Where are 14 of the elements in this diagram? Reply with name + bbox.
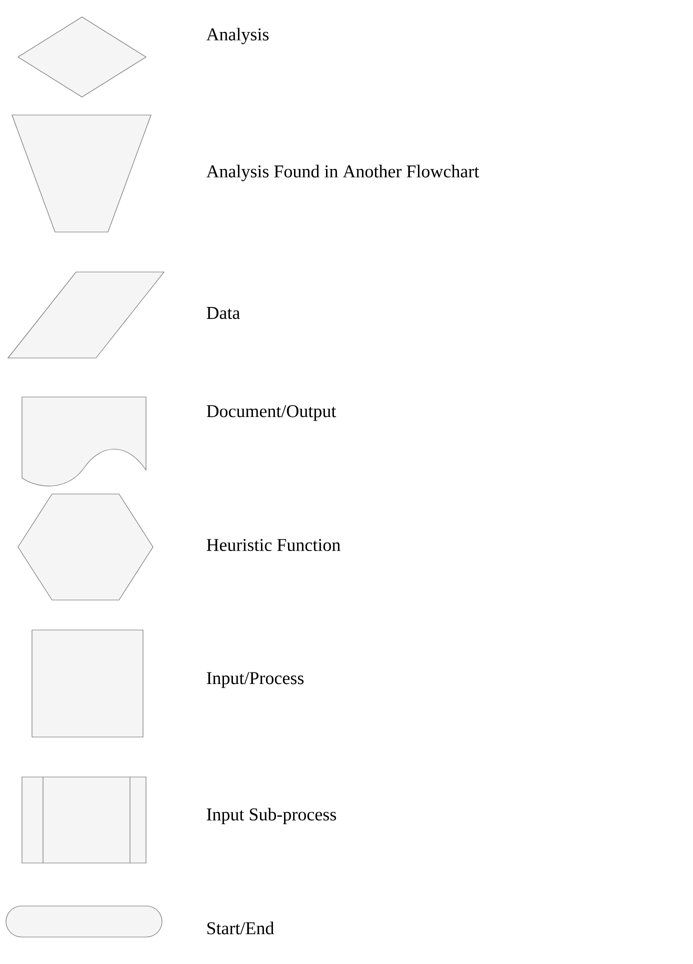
- shape-label: Data: [206, 307, 240, 319]
- hexagon-symbol: [18, 494, 154, 600]
- shape-label: Input/Process: [206, 672, 304, 688]
- subprocess-box: [22, 776, 146, 864]
- trapezoid-symbol: [12, 114, 152, 232]
- shape-label: Analysis Found in Another Flowchart: [206, 164, 480, 182]
- shape-label: Document/Output: [206, 405, 336, 421]
- shape-label: Input Sub-process: [206, 808, 336, 824]
- shape-label: Analysis: [206, 28, 269, 44]
- terminator-symbol: [6, 906, 162, 938]
- document-symbol: [22, 396, 146, 486]
- shape-label: Start/End: [207, 922, 274, 934]
- shape-label: Heuristic Function: [206, 538, 340, 552]
- process-box: [32, 630, 144, 738]
